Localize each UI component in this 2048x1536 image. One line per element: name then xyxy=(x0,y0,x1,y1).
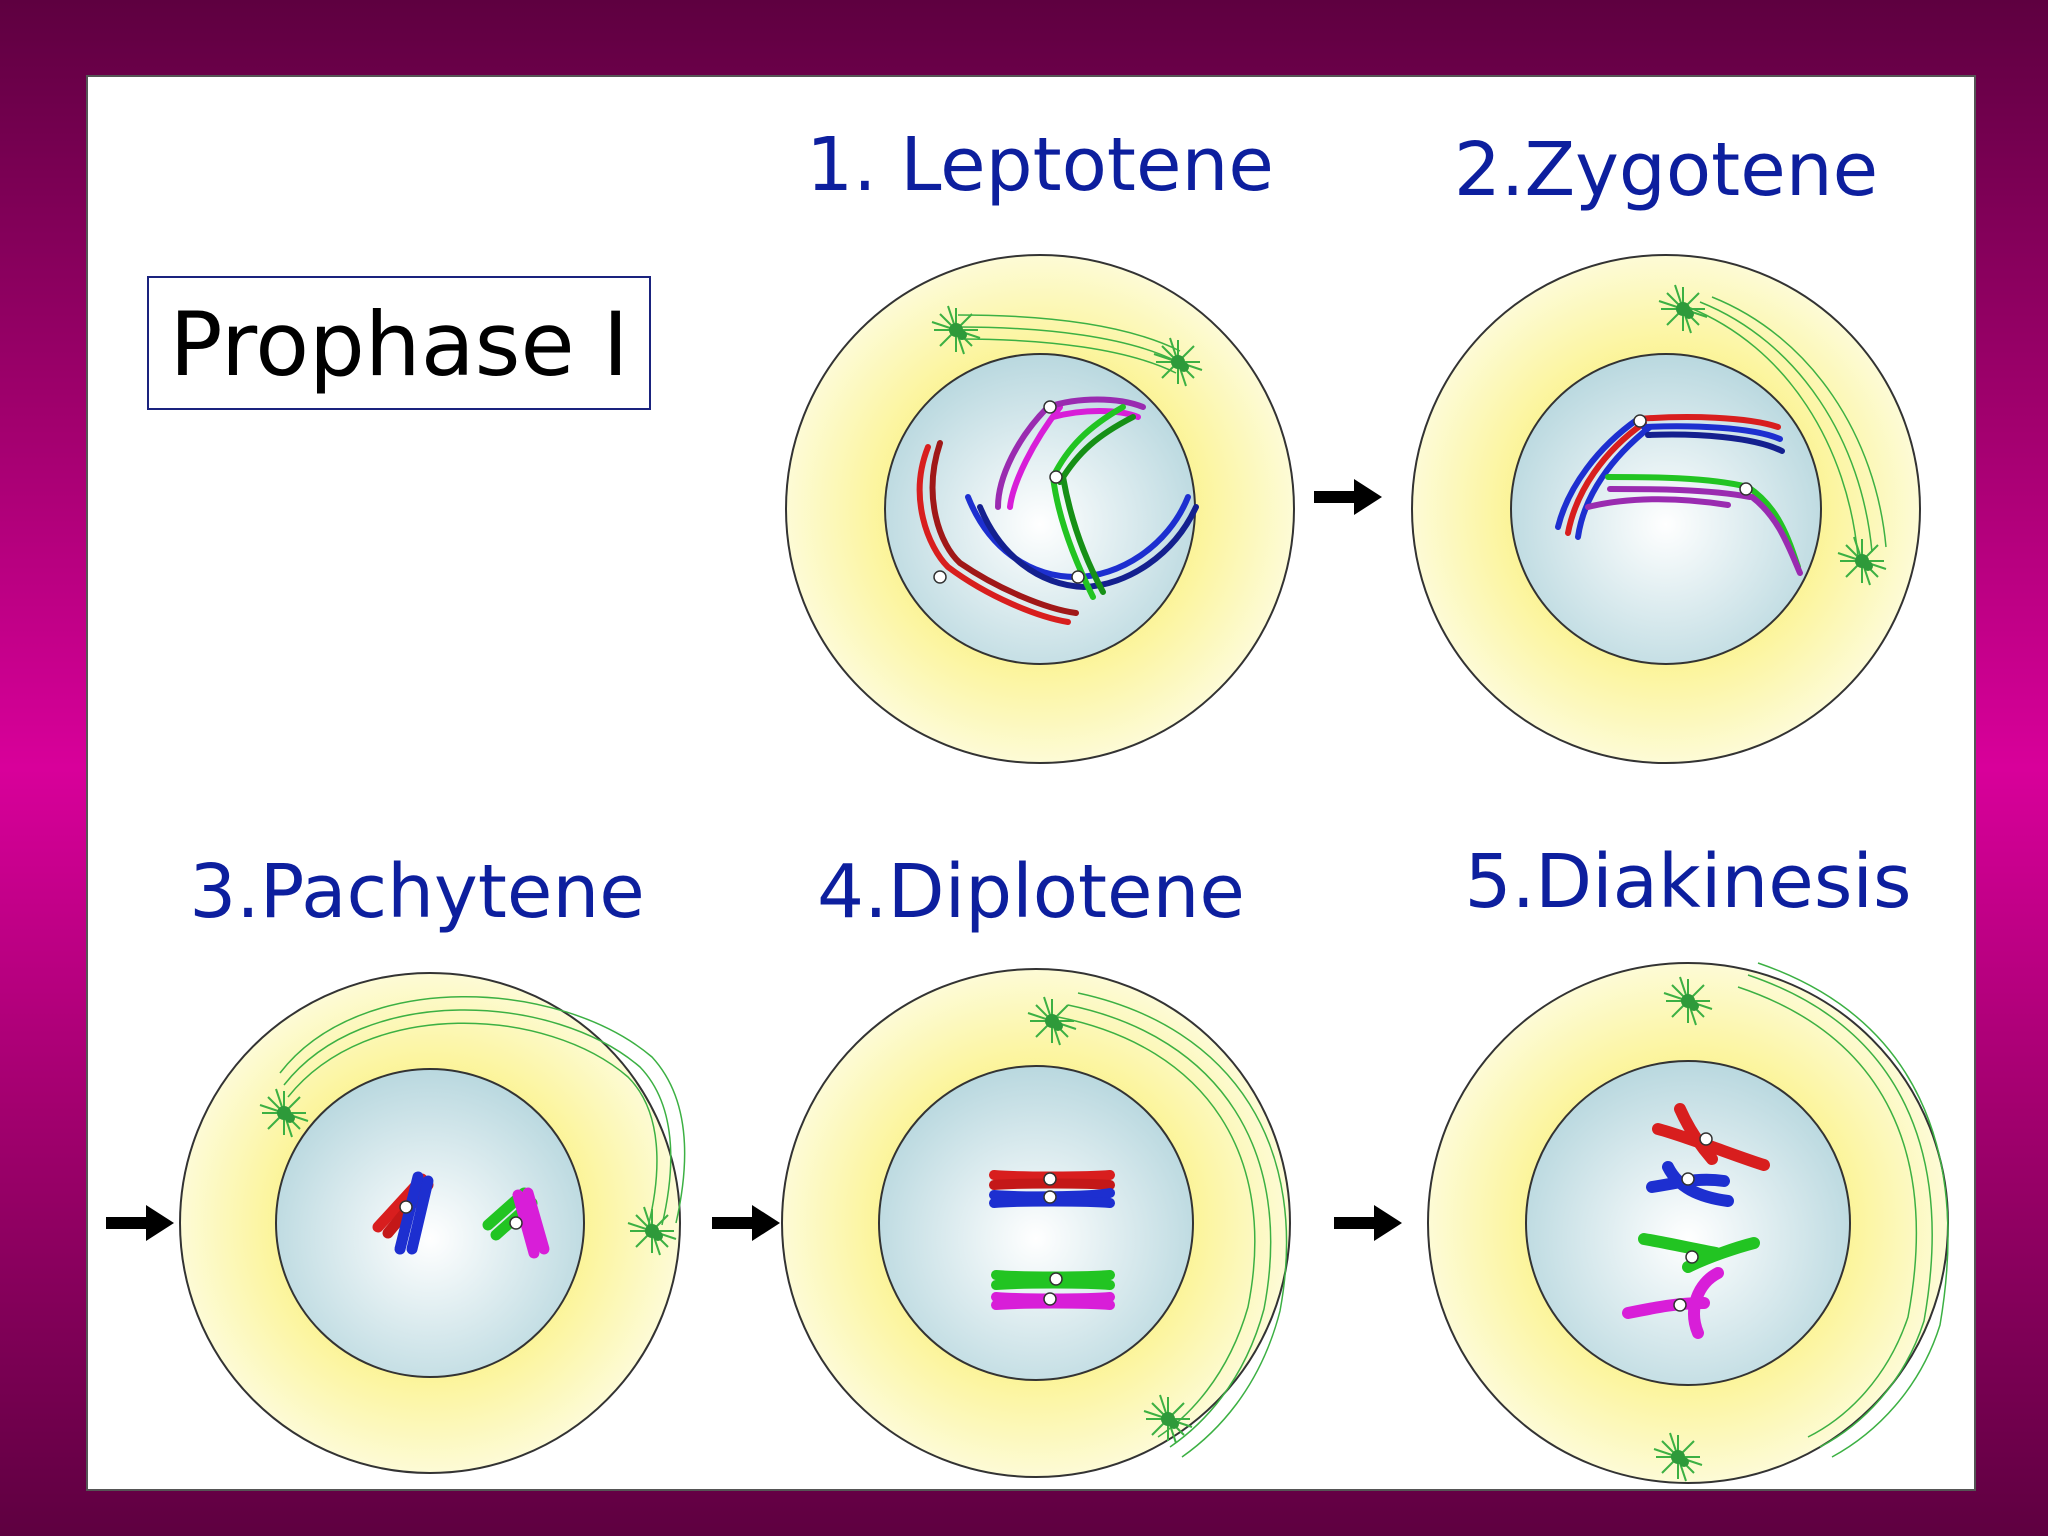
stage-label-diplotene: 4.Diplotene xyxy=(817,849,1245,935)
title-box xyxy=(147,276,651,410)
cell-pachytene xyxy=(179,972,686,1474)
cell-diplotene xyxy=(781,968,1291,1478)
arrow-icon xyxy=(1314,479,1382,515)
cell-diakinesis xyxy=(1427,962,1949,1484)
stage-label-diakinesis: 5.Diakinesis xyxy=(1465,839,1912,925)
arrow-icon xyxy=(1334,1205,1402,1241)
arrow-icon xyxy=(712,1205,780,1241)
arrow-icon xyxy=(106,1205,174,1241)
slide-panel: Prophase I 1. Leptotene 2.Zygotene 3.Pac… xyxy=(86,75,1976,1491)
cell-leptotene xyxy=(785,254,1295,764)
stage-label-zygotene: 2.Zygotene xyxy=(1454,127,1878,213)
stage-label-pachytene: 3.Pachytene xyxy=(189,849,645,935)
title: Prophase I xyxy=(169,293,628,396)
stage-label-leptotene: 1. Leptotene xyxy=(806,122,1274,208)
cell-zygotene xyxy=(1411,254,1921,764)
prophase-diagram: Prophase I 1. Leptotene 2.Zygotene 3.Pac… xyxy=(106,122,1949,1484)
